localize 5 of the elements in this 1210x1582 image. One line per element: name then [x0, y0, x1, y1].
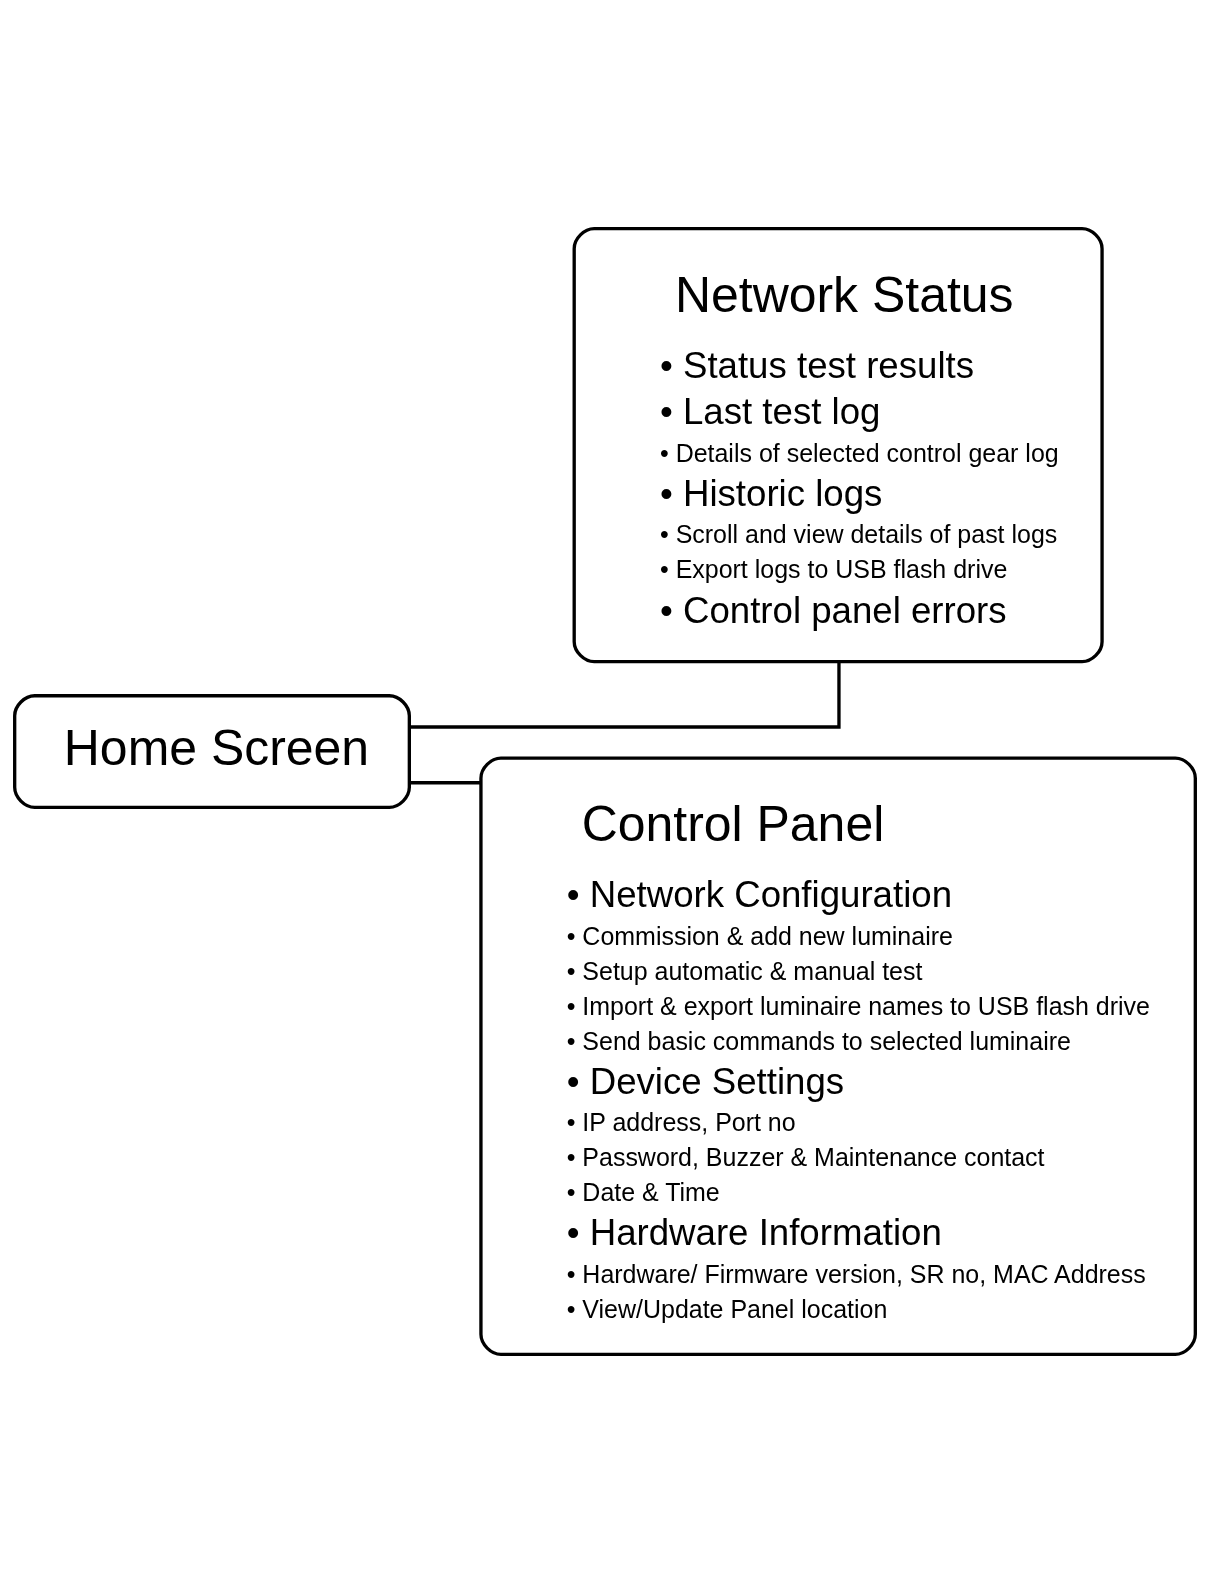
connector — [409, 661, 841, 729]
node-box: Network Status • Status test results • Last test log • Details of selected control gear log • Historic logs • Scroll and view details of past logs • Export logs to USB flash drive • Control panel errors — [572, 226, 1104, 663]
node-box: Control Panel • Network Configuration • Commission & add new luminaire • Setup automatic & manual test • Import & export luminaire names to USB flash drive • Send basic commands to selected luminaire • Device Settings • IP address, Port no • Password, Buzzer & Maintenance contact • Date & Time • Hardware Information • Hardware/ Firmware version, SR no, MAC Address • View/Update Panel location — [479, 756, 1197, 1356]
connector — [409, 780, 481, 784]
node-box: Home Screen — [13, 693, 411, 809]
